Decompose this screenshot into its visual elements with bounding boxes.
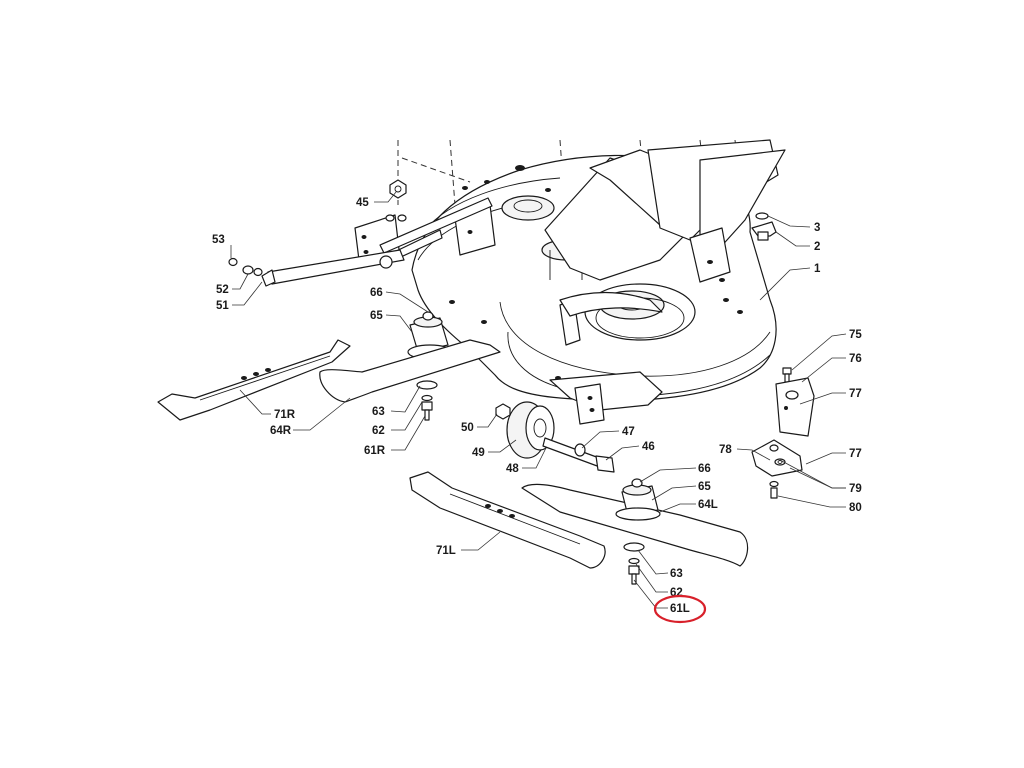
roller-assembly [495,401,615,473]
callout-66-upper: 66 [370,287,383,299]
callout-53: 53 [212,234,225,246]
chute-parts [751,212,815,499]
callout-50: 50 [461,422,474,434]
callout-61R: 61R [364,445,386,457]
callout-77-lower: 77 [849,448,862,460]
callout-64L: 64L [698,499,718,511]
callout-65-lower: 65 [698,481,711,493]
callout-77-upper: 77 [849,388,862,400]
mower-deck [354,139,786,425]
callout-47: 47 [622,426,635,438]
callout-78: 78 [719,444,732,456]
callout-80: 80 [849,502,862,514]
left-spindle-assembly [409,471,749,585]
callout-51: 51 [216,300,229,312]
callout-71L: 71L [436,545,456,557]
callout-labels: 45 3 2 1 53 52 51 66 65 75 76 77 71R 64R… [212,197,862,615]
callout-46: 46 [642,441,655,453]
right-spindle-assembly [157,311,501,421]
lift-link [228,249,405,287]
callout-61L: 61L [670,603,690,615]
callout-1: 1 [814,263,821,275]
callout-65-upper: 65 [370,310,383,322]
callout-63-upper: 63 [372,406,385,418]
leader-lines [230,191,847,609]
callout-75: 75 [849,329,862,341]
callout-79: 79 [849,483,862,495]
callout-64R: 64R [270,425,292,437]
callout-66-lower: 66 [698,463,711,475]
highlight-ring [653,594,707,624]
callout-49: 49 [472,447,485,459]
callout-71R: 71R [274,409,296,421]
callout-45: 45 [356,197,369,209]
callout-2: 2 [814,241,820,253]
callout-3: 3 [814,222,820,234]
callout-62-upper: 62 [372,425,385,437]
callout-63-lower: 63 [670,568,683,580]
callout-48: 48 [506,463,519,475]
callout-52: 52 [216,284,229,296]
callout-76: 76 [849,353,862,365]
